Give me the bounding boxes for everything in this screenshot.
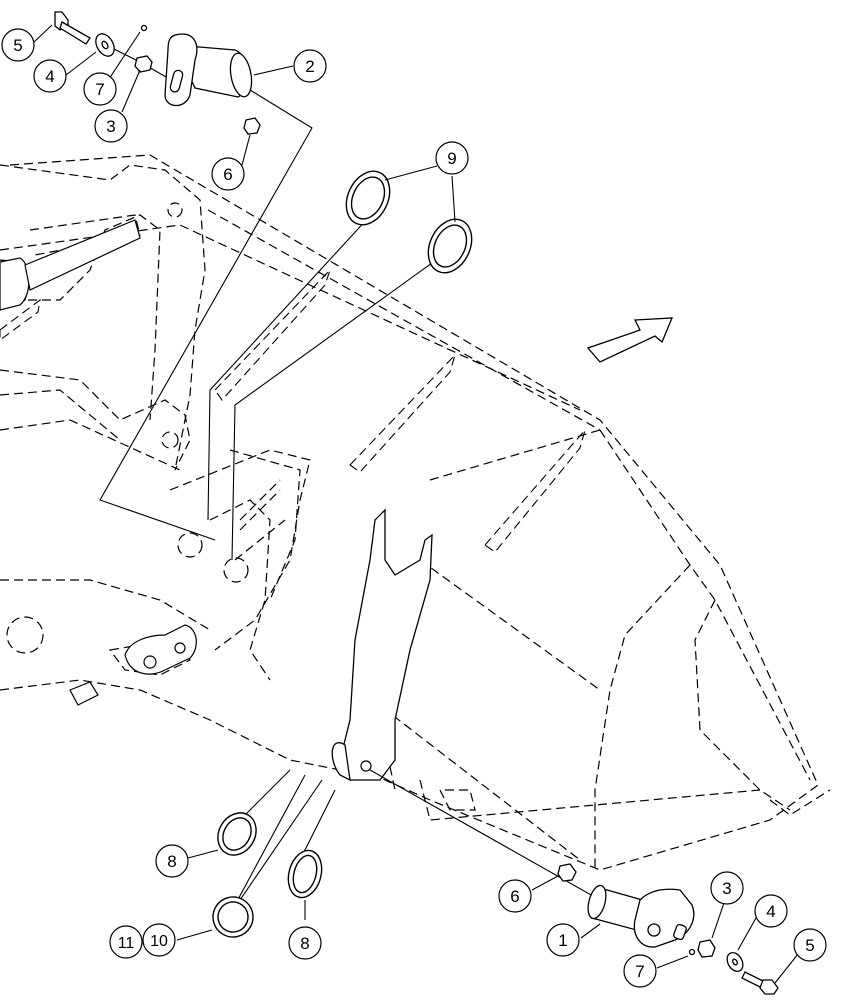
callout-label: 11 <box>118 935 135 952</box>
callout-label: 8 <box>167 852 176 871</box>
callout-11[interactable]: 11 <box>109 925 143 959</box>
callout-label: 5 <box>805 936 814 955</box>
shims-9 <box>345 170 473 274</box>
callout-label: 6 <box>223 165 232 184</box>
callout-9[interactable]: 9 <box>435 141 469 175</box>
callout-label: 6 <box>510 887 519 906</box>
callout-10[interactable]: 10 <box>142 923 176 957</box>
top-pin-assembly <box>54 11 261 135</box>
callout-leaders <box>32 24 799 984</box>
pin-1-flange <box>633 888 695 948</box>
bucket-wear-ribs <box>0 269 586 553</box>
callout-label: 8 <box>300 934 309 953</box>
callout-8a[interactable]: 8 <box>155 844 189 878</box>
callout-4b[interactable]: 4 <box>754 894 788 928</box>
callout-4a[interactable]: 4 <box>33 59 67 93</box>
pin-bore <box>360 760 372 772</box>
arrow-icon <box>586 317 673 363</box>
callout-3a[interactable]: 3 <box>94 109 128 143</box>
nut-6b <box>557 863 577 882</box>
callout-label: 7 <box>635 962 644 981</box>
callout-3b[interactable]: 3 <box>710 871 744 905</box>
bucket-outline <box>0 154 831 871</box>
callout-label: 4 <box>45 67 54 86</box>
bucket-link <box>69 624 197 706</box>
hydraulic-cylinder <box>0 219 141 311</box>
callout-6a[interactable]: 6 <box>211 157 245 191</box>
nut-6a <box>243 117 261 135</box>
bucket-side-plate <box>331 508 433 782</box>
callout-bubbles: 5 4 7 3 2 6 9 8 <box>1 28 827 988</box>
callout-5a[interactable]: 5 <box>1 28 35 62</box>
callout-5b[interactable]: 5 <box>793 928 827 962</box>
callout-1[interactable]: 1 <box>546 923 580 957</box>
callout-label: 1 <box>558 931 567 950</box>
fitting-7a <box>140 24 148 32</box>
shims-8-10 <box>212 812 323 938</box>
callout-label: 7 <box>95 80 104 99</box>
loader-arm-frame <box>0 164 341 771</box>
callout-2[interactable]: 2 <box>293 49 327 83</box>
callout-label: 10 <box>150 933 168 950</box>
callout-6b[interactable]: 6 <box>498 879 532 913</box>
pin-2-end <box>229 52 253 98</box>
bolt-5a-shank <box>59 21 91 45</box>
nut-3a <box>134 55 153 73</box>
exploded-assembly-lines <box>99 41 601 906</box>
bottom-pin-assembly <box>557 863 779 995</box>
bolt-5b <box>759 979 779 995</box>
callout-label: 2 <box>305 57 314 76</box>
callout-7b[interactable]: 7 <box>623 954 657 988</box>
pin-2-flange <box>164 33 198 107</box>
callout-label: 5 <box>13 36 22 55</box>
callout-label: 3 <box>722 879 731 898</box>
callout-label: 9 <box>447 149 456 168</box>
callout-label: 4 <box>766 902 775 921</box>
nut-3b <box>697 939 716 958</box>
fitting-7b <box>688 948 696 956</box>
callout-label: 3 <box>106 117 115 136</box>
callout-7a[interactable]: 7 <box>83 72 117 106</box>
callout-8b[interactable]: 8 <box>288 926 322 960</box>
